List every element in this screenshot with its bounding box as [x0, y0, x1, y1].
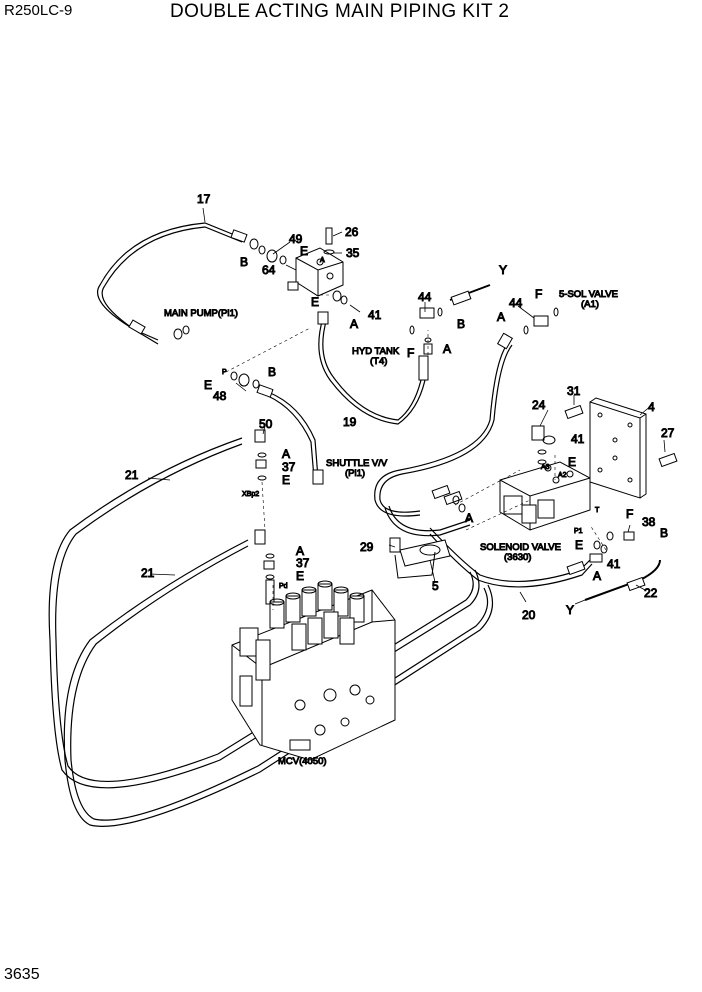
label-xbp2: XBp2 — [242, 491, 259, 498]
callout-e-3: E — [204, 378, 212, 392]
callout-y-1: Y — [499, 263, 507, 277]
callout-21-b: 21 — [141, 566, 155, 580]
callout-44-a: 44 — [418, 290, 432, 304]
mcv-spools — [269, 580, 365, 651]
callout-5: 5 — [432, 579, 439, 593]
callout-20: 20 — [522, 608, 536, 622]
callout-26: 26 — [345, 225, 359, 239]
port-a-block: A — [320, 257, 325, 264]
label-hyd-tank: HYD TANK — [352, 346, 400, 357]
callout-21-a: 21 — [125, 468, 139, 482]
label-5-sol-valve: 5-SOL VALVE — [559, 289, 618, 300]
callout-f-3: F — [626, 507, 633, 521]
component-labels: MAIN PUMP(Pi1) HYD TANK (T4) 5-SOL VALVE… — [164, 257, 619, 768]
callout-a-5: A — [465, 511, 473, 525]
callout-a-3: A — [497, 310, 505, 324]
callout-e-7: E — [575, 538, 583, 552]
port-p: P — [222, 369, 227, 376]
label-solenoid-valve-code: (3630) — [504, 552, 531, 563]
callout-49: 49 — [289, 232, 303, 246]
callout-a-2: A — [443, 342, 451, 356]
plate-4 — [589, 397, 647, 499]
page-number: 3635 — [4, 966, 40, 983]
callout-37-a: 37 — [282, 460, 296, 474]
callout-a-1: A — [350, 317, 358, 331]
leader-lines — [147, 207, 666, 605]
callout-labels: 17 49 26 35 64 B E E 41 A 44 Y B F A 44 … — [125, 192, 676, 623]
callout-22: 22 — [644, 586, 658, 600]
callout-4: 4 — [648, 400, 655, 414]
callout-38: 38 — [642, 515, 656, 529]
callout-e-5: E — [568, 455, 576, 469]
callout-a-6: A — [296, 544, 304, 558]
callout-37-b: 37 — [296, 556, 310, 570]
pipe-21-lower — [63, 539, 494, 827]
label-pd: Pd — [279, 583, 288, 590]
label-shuttle-valve: SHUTTLE V/V — [326, 458, 388, 469]
callout-b-2: B — [457, 317, 465, 331]
mcv-4050 — [231, 580, 396, 761]
label-hyd-tank-port: (T4) — [370, 356, 387, 367]
port-a2: A2 — [558, 472, 567, 479]
port-a3: A3 — [541, 464, 550, 471]
callout-a-4: A — [282, 447, 290, 461]
port-t: T — [595, 507, 600, 514]
valve-block-64 — [287, 227, 344, 297]
callout-f-1: F — [407, 346, 414, 360]
callout-24: 24 — [532, 398, 546, 412]
callout-48: 48 — [213, 389, 227, 403]
pipe-mid — [384, 505, 471, 537]
callout-e-1: E — [300, 244, 308, 258]
callout-b-1: B — [240, 255, 248, 269]
clamp-5 — [394, 539, 451, 579]
model-code: R250LC-9 — [4, 2, 73, 19]
callout-e-4: E — [282, 473, 290, 487]
callout-44-b: 44 — [509, 296, 523, 310]
callout-y-2: Y — [566, 603, 574, 617]
callout-29: 29 — [360, 540, 374, 554]
callout-e-6: E — [296, 569, 304, 583]
pipe-50 — [267, 391, 319, 479]
callout-b-4: B — [660, 526, 668, 540]
dashed-guides — [225, 294, 607, 610]
label-solenoid-valve: SOLENOID VALVE — [480, 542, 561, 553]
callout-b-3: B — [268, 365, 276, 379]
pipe-long-a — [374, 342, 513, 517]
callout-31: 31 — [567, 384, 581, 398]
label-shuttle-valve-port: (Pi1) — [345, 468, 365, 479]
callout-e-2: E — [311, 295, 319, 309]
callout-41-b: 41 — [571, 432, 585, 446]
callout-27: 27 — [661, 426, 675, 440]
port-p1: P1 — [574, 528, 583, 535]
callout-a-7: A — [593, 569, 601, 583]
callout-17: 17 — [197, 192, 211, 206]
pipe-17 — [96, 222, 243, 345]
pipe-19 — [318, 317, 426, 425]
pipe-21-upper — [48, 437, 480, 789]
callout-35: 35 — [346, 246, 360, 260]
label-mcv: MCV(4050) — [278, 756, 327, 767]
callout-41-c: 41 — [607, 557, 621, 571]
label-5-sol-valve-port: (A1) — [581, 299, 599, 310]
callout-41-a: 41 — [368, 308, 382, 322]
label-main-pump: MAIN PUMP(Pi1) — [164, 308, 238, 319]
callout-19: 19 — [343, 415, 357, 429]
diagram-title: DOUBLE ACTING MAIN PIPING KIT 2 — [170, 1, 510, 22]
callout-f-2: F — [535, 287, 542, 301]
solenoid-valve-3630 — [499, 461, 591, 531]
callout-50: 50 — [259, 417, 273, 431]
callout-64: 64 — [262, 263, 276, 277]
